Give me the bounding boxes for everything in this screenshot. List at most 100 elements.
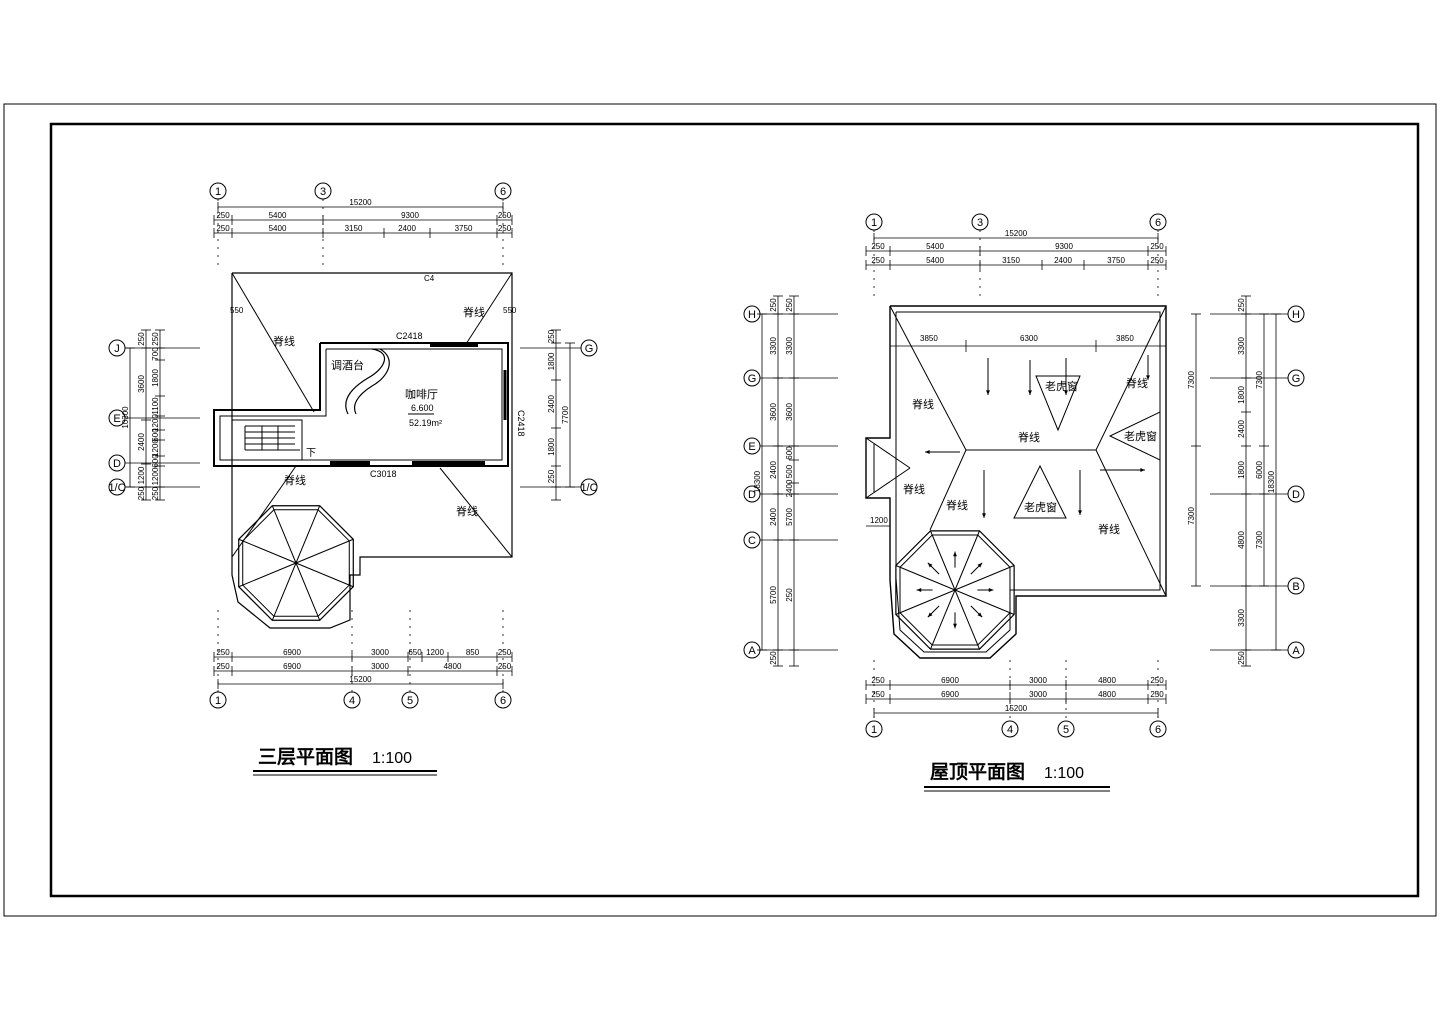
dim-label: 3300 [769,337,778,355]
dim-label: 850 [466,648,480,657]
window-label: C3018 [370,469,397,479]
area-label: 52.19m² [409,418,442,428]
dim-label: 1800 [547,352,556,370]
dim-label: 600 [785,446,794,460]
dim-label: 3850 [1116,334,1134,343]
ridge-line [1095,305,1167,451]
dim-label: 6900 [283,648,301,657]
sheet-outer-border [3,103,1437,917]
bar-counter [345,348,390,415]
octagon-hip-line [930,589,956,650]
arrow-head [1140,468,1145,472]
grid-axis-label: 6 [1155,724,1161,736]
dim-label: 2400 [1054,256,1072,265]
grid-axis-label: 1/C [580,482,597,494]
plan-outline [231,272,513,629]
octagon-hip-line [295,562,354,588]
dim-label: 6300 [1020,334,1038,343]
dim-label: 1200 [151,467,160,485]
ridge-line [889,305,967,451]
arrow-head [925,450,930,454]
arrow-head [986,390,990,395]
dim-label: 3000 [371,662,389,671]
top-mark: C4 [424,274,435,283]
arrow-head [1028,390,1032,395]
elevation-label: 6.600 [411,403,434,413]
ridge-line [929,449,967,531]
grid-axis-label: 4 [1007,724,1013,736]
grid-axis-label: 1 [215,695,221,707]
grid-axis-bubble [1149,720,1167,738]
dim-label: 250 [216,224,230,233]
dim-label: 3000 [1029,690,1047,699]
roof-outline-inner [895,311,1161,653]
dim-label: 1200 [151,439,160,457]
dim-label: 250 [871,242,885,251]
ridge-label: 脊线 [912,397,934,411]
sheet-inner-border [49,122,1420,898]
dim-label: 2400 [547,395,556,413]
ridge-label: 脊线 [273,334,295,348]
octagon-hip-line [895,589,956,615]
cafe-walls-inner [219,348,503,461]
dim-label: 700 [151,347,160,361]
ridge-line [1095,449,1167,597]
grid-axis-bubble [1057,720,1075,738]
dim-label: 500 [785,464,794,478]
dim-label: 15200 [1005,704,1028,713]
dim-label: 2400 [398,224,416,233]
dim-label: 7300 [1255,531,1264,549]
dim-label: 2400 [137,433,146,451]
arrow-head [953,623,957,629]
dim-label: 250 [1237,298,1246,312]
dim-label: 3150 [1002,256,1020,265]
dim-label: 1800 [151,369,160,387]
dormer [1013,464,1067,519]
slope-arrows [925,355,1150,518]
dim-label: 4800 [1098,690,1116,699]
dim-label: 7300 [1255,371,1264,389]
arrow-head [1146,375,1150,380]
dim-label: 5700 [785,508,794,526]
grid-axis-label: D [748,489,756,501]
plan-title: 屋顶平面图 [930,761,1025,783]
dim-label: 550 [503,306,517,315]
dim-label: 15200 [1005,229,1028,238]
arrow-head [916,588,922,592]
grid-axis-label: H [748,309,756,321]
grid-axis-label: C [748,535,756,547]
octagon-hip-line [295,505,321,564]
grid-axis-label: 3 [977,217,983,229]
dim-label: 9300 [1055,242,1073,251]
dim-label: 250 [1150,690,1164,699]
arrow-head [982,513,986,518]
grid-axis-label: G [1292,373,1301,385]
octagon-gazebo-roof [238,505,354,621]
grid-axis-label: E [748,441,755,453]
octagon-hip-line [238,538,297,564]
dim-label: 250 [151,486,160,500]
grid-axis-label: E [113,413,120,425]
ridge-label: 脊线 [946,498,968,512]
dim-label: 15200 [349,675,372,684]
grid-axis-label: A [1292,645,1300,657]
dim-label: 250 [871,256,885,265]
dim-label: 3300 [1237,337,1246,355]
dim-label: 2400 [769,461,778,479]
bar-label: 调酒台 [331,358,364,372]
dim-label: 6900 [941,676,959,685]
dim-label: 3750 [1107,256,1125,265]
stair-down-label: 下 [306,448,316,459]
dim-label: 600 [151,428,160,442]
dim-label: 3000 [1029,676,1047,685]
dim-label: 250 [216,662,230,671]
dim-label: 6900 [283,662,301,671]
dim-label: 4800 [1098,676,1116,685]
grid-axis-label: 5 [407,695,413,707]
dim-label: 250 [1150,256,1164,265]
dim-label: 3600 [137,375,146,393]
roof-plan: 3850 6300 3850 脊线 脊线 脊线 脊线 脊线 脊线 老虎窗 老虎窗… [743,213,1305,792]
dim-label: 18300 [753,470,762,493]
dim-label: 1200 [137,466,146,484]
